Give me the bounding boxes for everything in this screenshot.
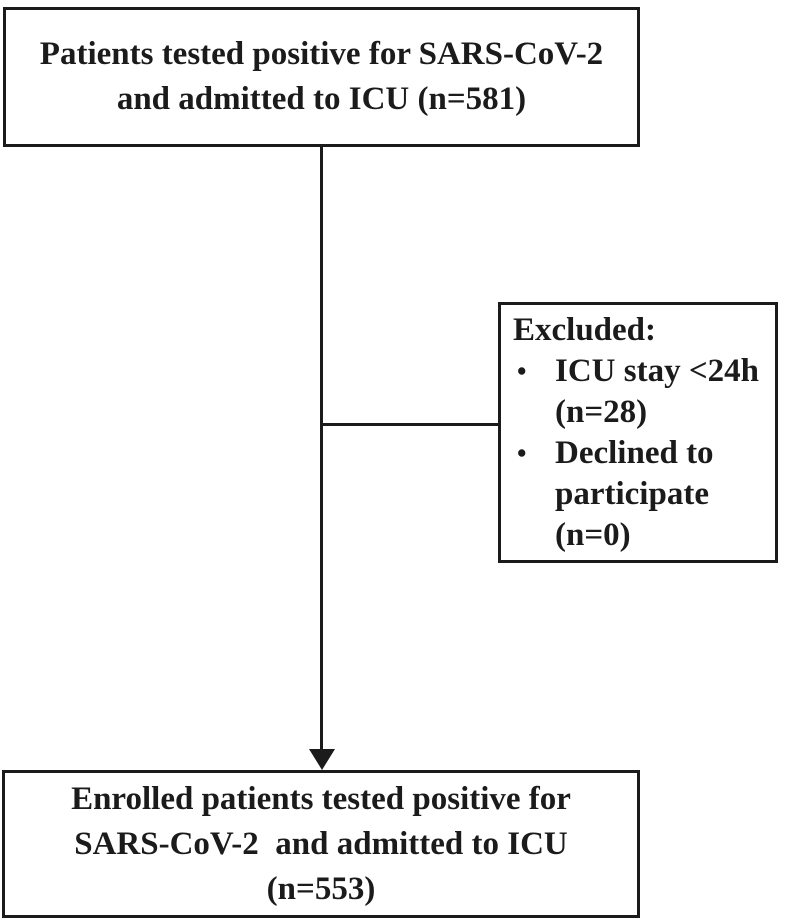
bullet-icon: • (517, 356, 527, 386)
source-population-text: Patients tested positive for SARS-CoV-2 … (39, 36, 604, 117)
arrow-down-icon (309, 749, 335, 770)
excluded-bullet-text: Declined to participate (n=0) (555, 435, 714, 553)
excluded-box: Excluded: • ICU stay <24h (n=28) • Decli… (498, 302, 778, 563)
bullet-icon: • (517, 438, 527, 468)
source-population-box: Patients tested positive for SARS-CoV-2 … (3, 7, 640, 147)
excluded-heading: Excluded: (513, 312, 657, 348)
excluded-bullet-item: • Declined to participate (n=0) (513, 433, 771, 556)
excluded-bullet-text: ICU stay <24h (n=28) (555, 353, 759, 430)
connector-vertical-line (320, 147, 323, 753)
enrolled-population-text: Enrolled patients tested positive for SA… (71, 780, 571, 907)
excluded-bullet-item: • ICU stay <24h (n=28) (513, 351, 771, 433)
connector-horizontal-line (321, 423, 498, 426)
enrolled-population-box: Enrolled patients tested positive for SA… (2, 770, 640, 918)
